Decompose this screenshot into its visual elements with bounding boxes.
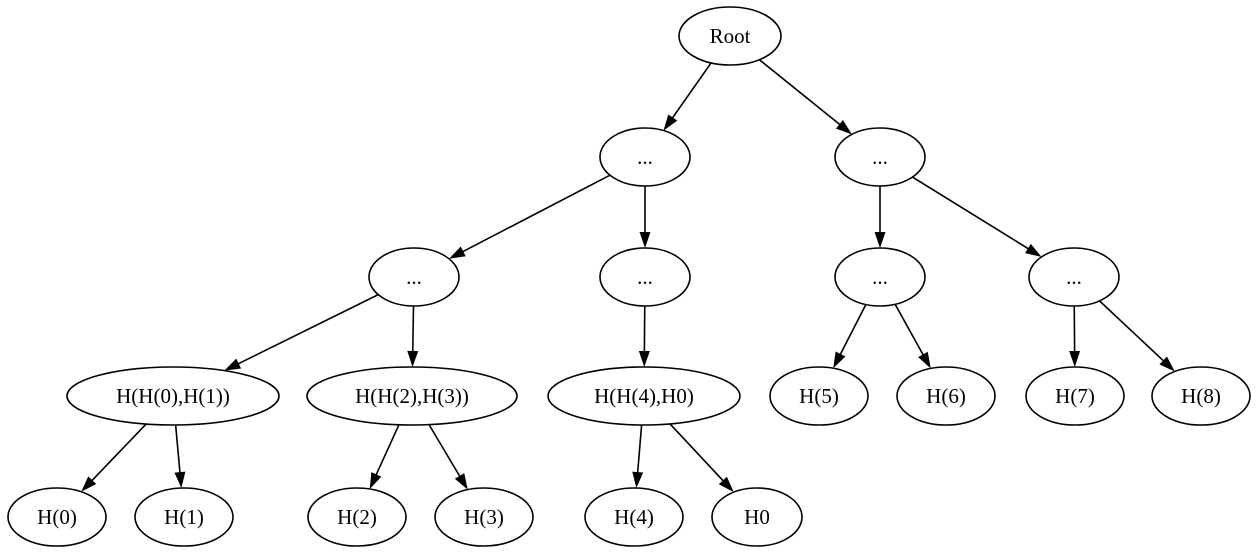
node-label-h01: H(H(0),H(1)) [116,384,230,408]
arrowhead-i2-i5 [874,232,886,248]
node-ellipse-h7 [1025,366,1125,426]
arrowhead-i4-h4h0 [638,350,650,368]
arrowhead-h23-l3 [454,473,468,490]
node-ellipse-l2 [307,487,407,547]
node-label-h8: H(8) [1181,384,1221,408]
node-label-l1: H(1) [164,505,204,529]
edge-i5-h5 [838,304,867,357]
node-ellipse-i2 [834,127,926,187]
node-label-h4h0: H(H(4),H0) [594,384,694,408]
node-l2: H(2) [307,487,407,547]
node-label-h6: H(6) [926,384,966,408]
node-i6: ... [1028,247,1120,307]
arrowhead-h01-l1 [174,471,186,489]
edge-i5-h6 [894,303,925,357]
node-label-h5: H(5) [799,384,839,408]
node-h4h0: H(H(4),H0) [547,366,741,426]
node-l1: H(1) [134,487,234,547]
node-ellipse-lh0 [711,487,803,547]
edge-i3-h01 [236,293,379,366]
node-root: Root [678,6,782,66]
node-h7: H(7) [1025,366,1125,426]
node-ellipse-h6 [896,366,996,426]
node-lh0: H0 [711,487,803,547]
edge-h4h0-l4 [636,424,643,475]
arrowhead-root-i1 [663,114,678,131]
arrowhead-h23-l2 [369,472,382,489]
node-label-root: Root [710,24,751,48]
arrowhead-h4h0-l4 [632,471,644,489]
node-ellipse-l4 [584,487,684,547]
arrowhead-i3-h23 [407,350,419,368]
node-ellipse-root [678,6,782,66]
node-ellipse-i1 [599,127,691,187]
edge-i6-h8 [1098,300,1166,363]
node-l0: H(0) [7,487,107,547]
node-ellipse-h01 [66,366,280,426]
edge-i1-i3 [461,174,611,254]
node-ellipse-i4 [599,247,691,307]
node-ellipse-i3 [368,247,460,307]
arrowhead-i2-i6 [1025,243,1042,257]
edges-layer [81,59,1175,493]
node-h8: H(8) [1151,366,1251,426]
arrowhead-i6-h8 [1159,356,1175,372]
nodes-layer: Root.................. H(H(0),H(1)) H(H(2)… [7,6,1251,547]
node-label-lh0: H0 [744,505,770,529]
node-ellipse-h5 [769,366,869,426]
edge-h4h0-lh0 [669,423,725,483]
edge-h23-l2 [374,424,400,477]
arrowhead-i1-i3 [449,246,466,259]
arrowhead-i1-i4 [639,232,651,248]
node-label-l2: H(2) [337,505,377,529]
node-ellipse-h23 [306,366,518,426]
node-label-l4: H(4) [614,505,654,529]
node-ellipse-l1 [134,487,234,547]
node-label-l0: H(0) [37,505,77,529]
edge-h01-l0 [90,423,147,483]
arrowhead-h01-l0 [81,476,97,492]
node-i1: ... [599,127,691,187]
edge-root-i1 [670,62,712,120]
node-label-i1: ... [637,145,653,169]
node-h5: H(5) [769,366,869,426]
edge-i2-i6 [912,176,1031,251]
arrowhead-i3-h01 [224,358,242,371]
node-i3: ... [368,247,460,307]
arrowhead-h4h0-lh0 [718,476,734,493]
arrowhead-root-i2 [836,120,852,135]
arrowhead-i6-h7 [1069,350,1081,368]
node-i2: ... [834,127,926,187]
node-i5: ... [834,247,926,307]
node-label-i4: ... [637,265,653,289]
node-label-i3: ... [406,265,422,289]
node-ellipse-i5 [834,247,926,307]
arrowhead-i5-h6 [918,351,931,369]
node-label-i6: ... [1066,265,1082,289]
node-h23: H(H(2),H(3)) [306,366,518,426]
node-ellipse-l3 [434,487,534,547]
node-label-l3: H(3) [464,505,504,529]
edge-h01-l1 [174,424,181,475]
arrowhead-i5-h5 [833,351,846,369]
edge-i3-h23 [411,305,415,354]
edge-root-i2 [758,59,842,127]
node-ellipse-i6 [1028,247,1120,307]
node-l3: H(3) [434,487,534,547]
node-ellipse-h4h0 [547,366,741,426]
node-label-h7: H(7) [1055,384,1095,408]
node-ellipse-h8 [1151,366,1251,426]
node-ellipse-l0 [7,487,107,547]
node-label-i2: ... [872,145,888,169]
edge-h23-l3 [428,424,462,479]
node-h01: H(H(0),H(1)) [66,366,280,426]
node-l4: H(4) [584,487,684,547]
node-h6: H(6) [896,366,996,426]
node-label-i5: ... [872,265,888,289]
node-label-h23: H(H(2),H(3)) [355,384,469,408]
node-i4: ... [599,247,691,307]
